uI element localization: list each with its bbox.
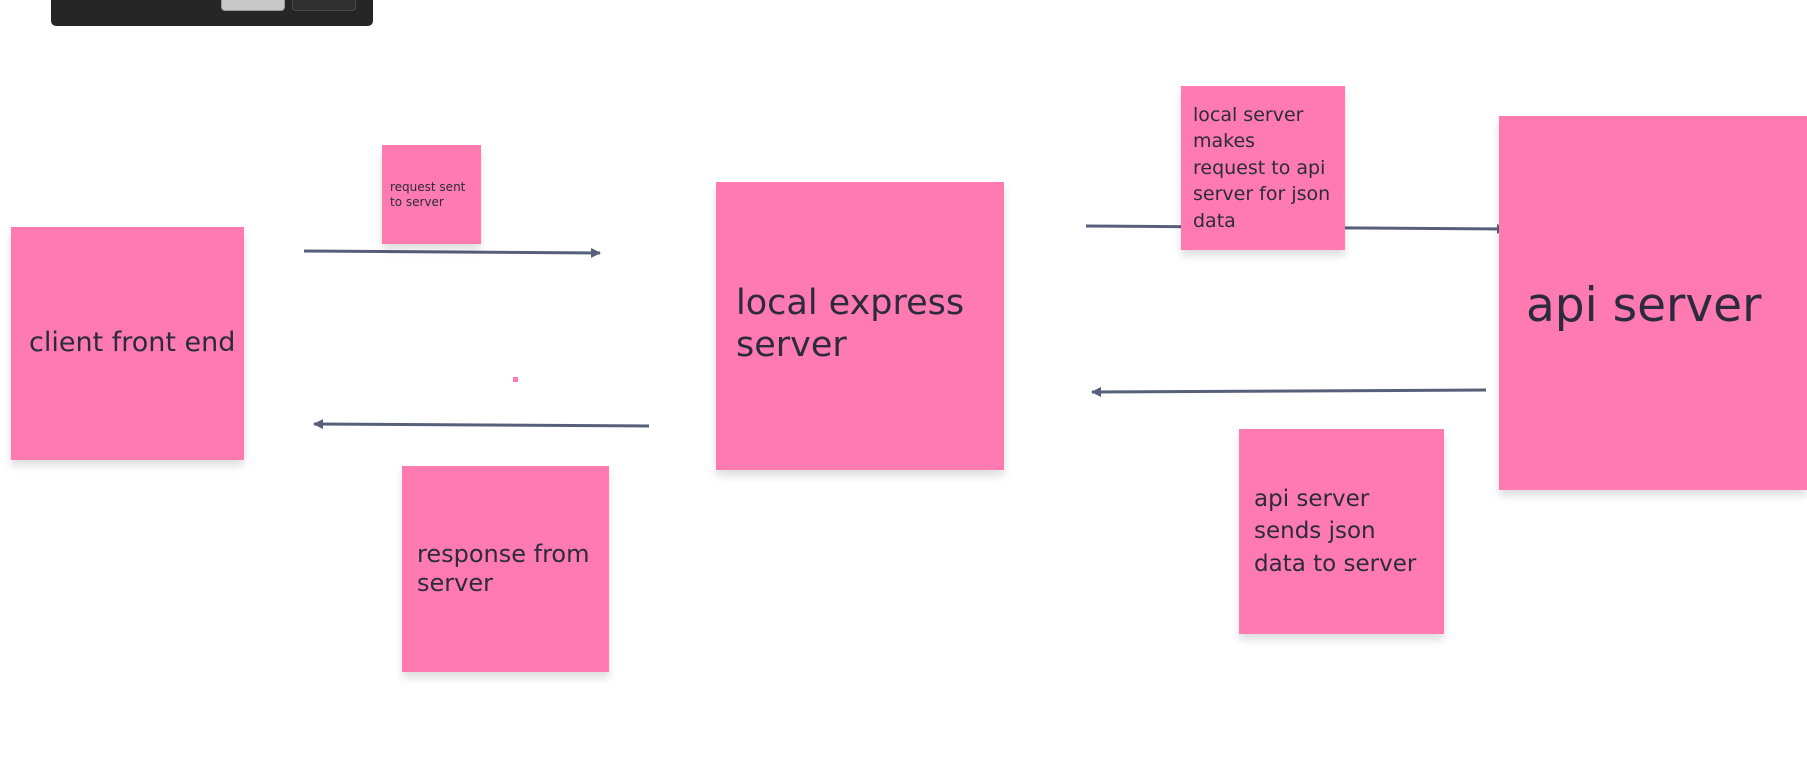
sticky-api-server[interactable]: api server xyxy=(1499,116,1807,490)
sticky-client-front-end[interactable]: client front end xyxy=(11,227,244,460)
sticky-text: local express server xyxy=(736,283,965,365)
sticky-text: local server makes request to api server… xyxy=(1193,103,1331,232)
sticky-response-from-server[interactable]: response from server xyxy=(402,466,609,672)
arrow-local-to-client[interactable] xyxy=(313,419,650,430)
sticky-text: client front end xyxy=(29,327,236,359)
board-toolbar xyxy=(51,0,373,26)
sticky-api-sends-json[interactable]: api server sends json data to server xyxy=(1239,429,1444,634)
sticky-text: api server xyxy=(1526,278,1762,333)
arrow-client-to-local[interactable] xyxy=(303,247,601,258)
toolbar-button-dark[interactable] xyxy=(292,0,356,11)
sticky-text: api server sends json data to server xyxy=(1254,486,1417,577)
sticky-request-sent[interactable]: request sent to server xyxy=(382,145,481,244)
sticky-local-makes-request[interactable]: local server makes request to api server… xyxy=(1181,86,1345,250)
canvas-dot xyxy=(513,377,518,382)
sticky-local-express-server[interactable]: local express server xyxy=(716,182,1004,470)
toolbar-button-light[interactable] xyxy=(221,0,285,11)
sticky-text: request sent to server xyxy=(390,180,466,209)
arrow-api-to-local[interactable] xyxy=(1091,386,1487,397)
sticky-text: response from server xyxy=(417,540,590,597)
